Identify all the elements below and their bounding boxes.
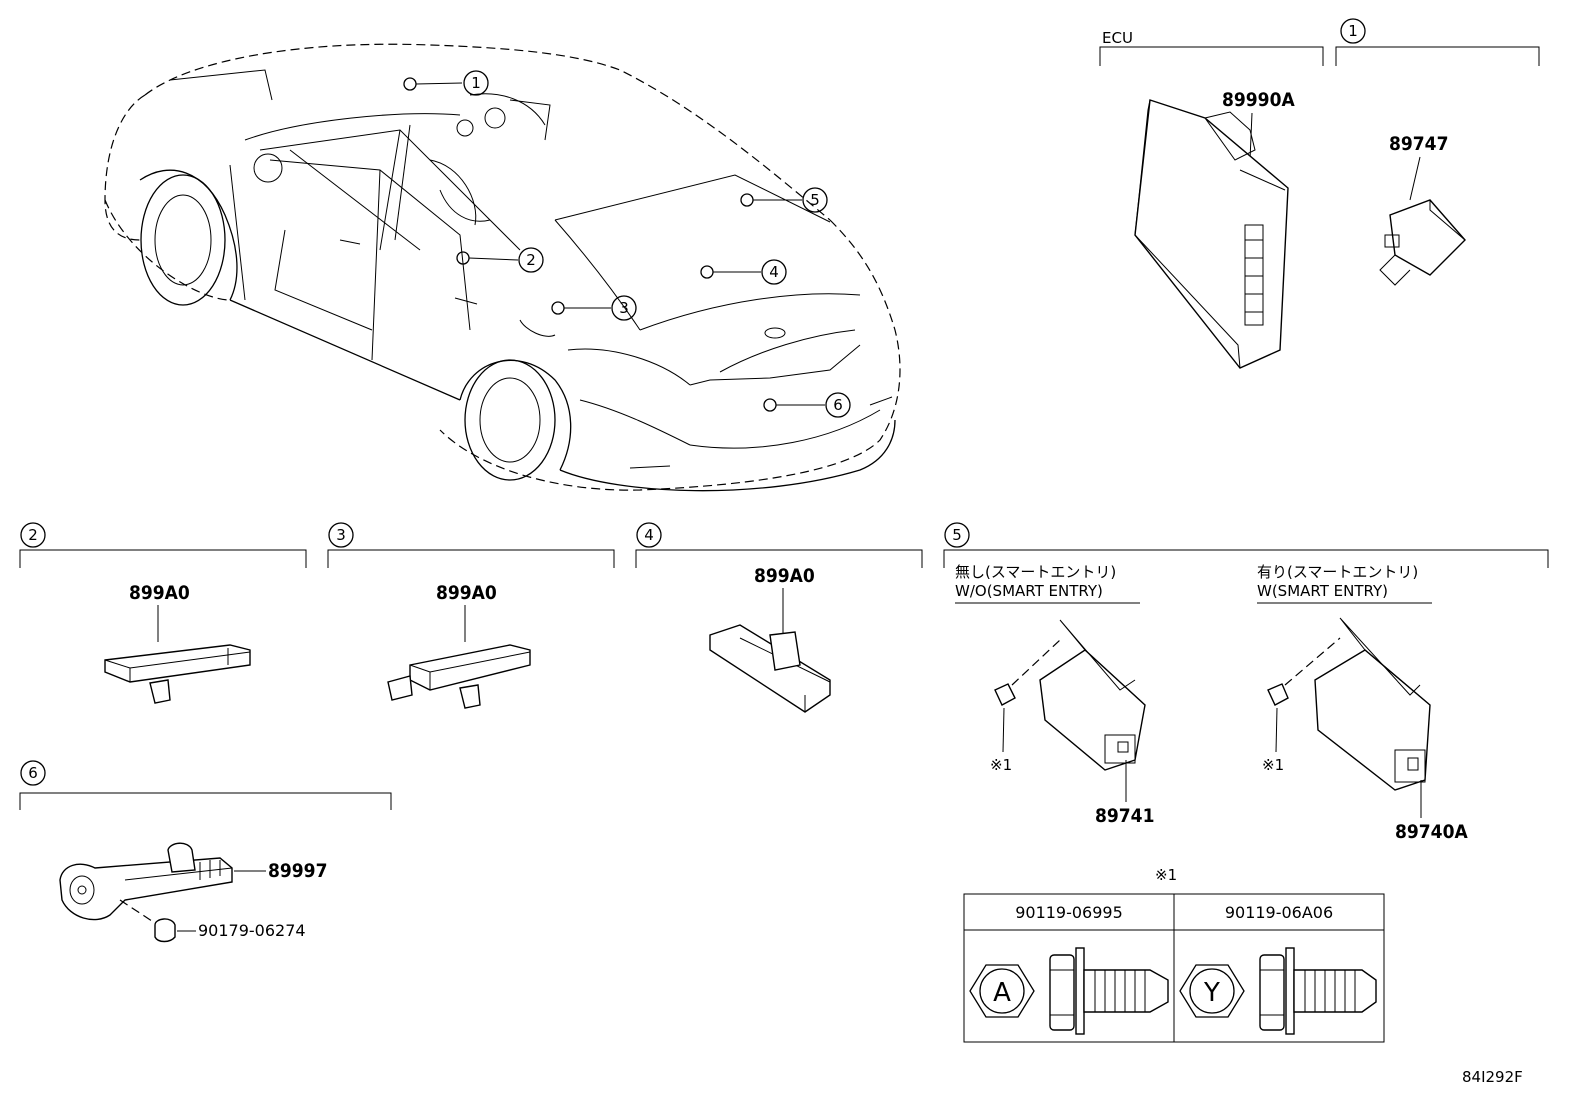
section-1-marker — [1340, 18, 1366, 44]
section-6-marker — [20, 760, 46, 786]
section-3-marker-label: 3 — [336, 526, 346, 544]
section-1-marker-label: 1 — [1348, 22, 1358, 40]
callout-5-label: 5 — [810, 191, 820, 209]
section-6: 6 89997 90179-06274 — [19, 760, 392, 943]
ecu-part-number[interactable]: 89990A — [1222, 89, 1295, 111]
right-variant-en: W(SMART ENTRY) — [1257, 582, 1388, 600]
left-variant-note: ※1 — [990, 756, 1012, 774]
bolt-90119-06a06: Y — [1179, 947, 1377, 1035]
callout-6[interactable] — [825, 392, 851, 418]
car-callouts: 1 2 3 4 5 6 — [403, 70, 851, 418]
antenna-899a0-c — [709, 624, 831, 713]
section-4: 4 899A0 — [635, 522, 923, 713]
section-1-part-number[interactable]: 89747 — [1389, 133, 1448, 155]
section-5-marker-label: 5 — [952, 526, 962, 544]
callout-5[interactable] — [802, 187, 828, 213]
callout-4-label: 4 — [769, 263, 779, 281]
bolt-table: ※1 90119-06995 90119-06A06 A Y — [963, 866, 1385, 1043]
section-3: 3 899A0 — [327, 522, 615, 709]
section-2-part-number[interactable]: 899A0 — [129, 582, 190, 604]
section-4-marker — [636, 522, 662, 548]
callout-1[interactable] — [463, 70, 489, 96]
antenna-899a0-b — [387, 644, 531, 709]
ecu-label: ECU — [1102, 29, 1133, 47]
ecu-unit — [1134, 99, 1289, 369]
callout-3-label: 3 — [619, 299, 629, 317]
callout-2-label: 2 — [526, 251, 536, 269]
section-3-marker — [328, 522, 354, 548]
ecu-section: ECU 89990A — [1099, 29, 1324, 369]
bolt-col2-header[interactable]: 90119-06A06 — [1225, 903, 1333, 922]
section-3-part-number[interactable]: 899A0 — [436, 582, 497, 604]
section-1: 1 89747 — [1335, 18, 1540, 286]
bolt-table-note: ※1 — [1155, 866, 1177, 884]
callout-2[interactable] — [518, 247, 544, 273]
left-variant-jp: 無し(スマートエントリ) — [955, 563, 1116, 581]
section-4-marker-label: 4 — [644, 526, 654, 544]
right-variant-part-number[interactable]: 89740A — [1395, 821, 1468, 843]
left-variant-en: W/O(SMART ENTRY) — [955, 582, 1103, 600]
right-variant-note: ※1 — [1262, 756, 1284, 774]
section-6-part-number-b[interactable]: 90179-06274 — [198, 921, 306, 940]
left-variant-part-number[interactable]: 89741 — [1095, 805, 1154, 827]
diagram-code: 84I292F — [1462, 1068, 1523, 1086]
section-2: 2 899A0 — [19, 522, 307, 704]
car-illustration — [104, 43, 901, 492]
callout-6-label: 6 — [833, 396, 843, 414]
right-variant-jp: 有り(スマートエントリ) — [1257, 563, 1418, 581]
callout-1-label: 1 — [471, 74, 481, 92]
bolt-1-mark: A — [993, 978, 1011, 1008]
callout-3[interactable] — [611, 295, 637, 321]
sensor-89997 — [59, 842, 233, 943]
section-5: 5 無し(スマートエントリ) W/O(SMART ENTRY) ※1 89741… — [943, 522, 1549, 843]
antenna-899a0-a — [104, 644, 251, 704]
section-5-marker — [944, 522, 970, 548]
section-6-marker-label: 6 — [28, 764, 38, 782]
section-6-part-number-a[interactable]: 89997 — [268, 860, 327, 882]
bolt-2-mark: Y — [1203, 978, 1220, 1008]
section-4-part-number[interactable]: 899A0 — [754, 565, 815, 587]
bolt-col1-header[interactable]: 90119-06995 — [1015, 903, 1123, 922]
receiver-89741 — [994, 619, 1146, 771]
section-2-marker — [20, 522, 46, 548]
callout-4[interactable] — [761, 259, 787, 285]
bolt-90119-06995: A — [969, 947, 1169, 1035]
module-89747 — [1379, 199, 1466, 286]
receiver-89740a — [1267, 617, 1431, 791]
section-2-marker-label: 2 — [28, 526, 38, 544]
